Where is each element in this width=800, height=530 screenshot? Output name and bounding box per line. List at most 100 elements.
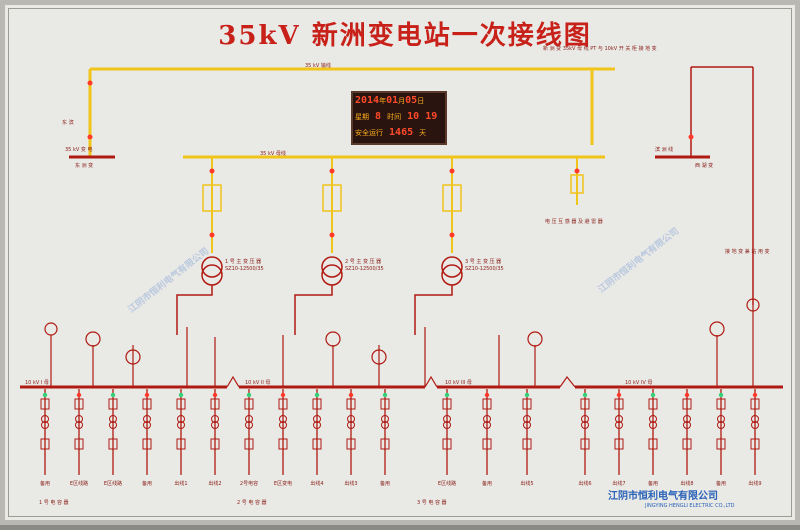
bay-status-led [314, 392, 320, 398]
feeder-bay: E区线路 [70, 389, 88, 487]
company-logo-text: 江阴市恒利电气有限公司 [608, 491, 718, 502]
bay-status-led [684, 392, 690, 398]
clock-date-row: 2014年01月05日 [355, 94, 443, 108]
feeder-label: 备用 [482, 480, 492, 487]
feeder-label: E区变电 [274, 480, 292, 487]
bay-status-led [616, 392, 622, 398]
clock-year-suffix: 年 [379, 97, 387, 105]
cap1-label: 1 号 电 容 器 [39, 500, 69, 506]
feeder-bay: E区线路 [438, 389, 456, 487]
bay-status-led [348, 392, 354, 398]
tie-1-2 [226, 375, 240, 388]
bay-status-led [144, 392, 150, 398]
bay-status-led [382, 392, 388, 398]
feeder-label: 备用 [142, 480, 152, 487]
feeder-bay: 出线6 [578, 389, 592, 487]
t2-label: 2 号 主 变 压 器 [345, 259, 382, 265]
led-indicators [87, 80, 694, 238]
feeder-bay: 备用 [482, 389, 492, 487]
clock-safety-label: 安全运行 [355, 129, 383, 137]
bay-status-led [752, 392, 758, 398]
pt-feeder [570, 157, 584, 205]
mid-note: 电 压 互 感 器 及 避 雷 器 [545, 219, 603, 225]
t3-spec: SZ10-12500/35 [465, 266, 504, 272]
tie-3-4 [559, 375, 576, 388]
feeder-label: E区线路 [438, 480, 456, 487]
feeder-label: 出线2 [208, 480, 221, 487]
company-english: JINGYING HENGLI ELECTRIC CO.,LTD [645, 503, 735, 509]
feeder-label: 出线3 [344, 480, 357, 487]
bay-status-led [212, 392, 218, 398]
t1-feeder [201, 157, 223, 286]
feeder-label: 2号电容 [240, 480, 258, 487]
clock-time-row: 星期 8 时间 10 19 [355, 110, 443, 124]
clock-safety-unit: 天 [419, 129, 427, 137]
feeder-label: 出线9 [748, 480, 761, 487]
feeder-label: 备用 [380, 480, 390, 487]
feeder-bay: 出线1 [174, 389, 188, 487]
feeder-label: 出线1 [174, 480, 187, 487]
bay-status-led [650, 392, 656, 398]
digital-clock: 2014年01月05日 星期 8 时间 10 19 安全运行 1465 天 [351, 91, 447, 145]
clock-week-value: 8 [375, 111, 382, 122]
t2-spec: SZ10-12500/35 [345, 266, 384, 272]
tie-2-3 [424, 375, 438, 388]
clock-hour: 10 [407, 111, 420, 122]
t3-feeder [441, 157, 463, 286]
bay-status-led [246, 392, 252, 398]
feeder-label: E区线路 [104, 480, 122, 487]
clock-safety-row: 安全运行 1465 天 [355, 126, 443, 140]
feeder-label: 出线6 [578, 480, 591, 487]
clock-month: 01 [386, 95, 399, 106]
t3-label: 3 号 主 变 压 器 [465, 259, 502, 265]
incoming-label: 35 kV 输线 [305, 63, 331, 69]
bay-status-led [280, 392, 286, 398]
bay-status-led [484, 392, 490, 398]
t3-to-bus [414, 285, 453, 335]
bay-status-led [42, 392, 48, 398]
left-line-name: 东 滨 [62, 120, 74, 126]
upper-equip-mid [282, 327, 426, 387]
bay-status-led [718, 392, 724, 398]
upper-equip-left [44, 322, 216, 387]
bay-status-led [582, 392, 588, 398]
clock-day: 05 [405, 95, 418, 106]
right-side-note: 接 地 变 兼 站 用 变 [725, 249, 770, 255]
feeder-bay: 备用 [142, 389, 152, 487]
bay-status-led [524, 392, 530, 398]
clock-minute: 19 [425, 111, 438, 122]
feeder-bay: 出线4 [310, 389, 324, 487]
feeder-bay: 出线5 [520, 389, 534, 487]
feeder-bay: 备用 [380, 389, 390, 487]
feeder-bay: 备用 [648, 389, 658, 487]
cap2-label: 2 号 电 容 器 [237, 500, 267, 506]
clock-time-label: 时间 [387, 113, 402, 121]
clock-week-label: 星期 [355, 113, 369, 121]
clock-day-suffix: 日 [417, 97, 425, 105]
bay-status-led [444, 392, 450, 398]
left-line-station: 35 kV 变 电 [65, 147, 93, 153]
feeder-label: 备用 [648, 480, 658, 487]
bay-status-led [110, 392, 116, 398]
feeder-label: 备用 [716, 480, 726, 487]
bus35-label: 35 kV 母线 [260, 151, 286, 157]
page-title: 35kV 新洲变电站一次接线图 [218, 21, 592, 51]
bus10-ii-label: 10 kV II 母 [245, 380, 271, 386]
clock-year: 2014 [355, 95, 380, 106]
bus10-iv-label: 10 kV IV 母 [625, 380, 653, 386]
feeder-label: 出线7 [612, 480, 625, 487]
feeder-label: 出线5 [520, 480, 533, 487]
cap3-label: 3 号 电 容 器 [417, 500, 447, 506]
feeder-label: 备用 [40, 480, 50, 487]
feeder-bay: 2号电容 [240, 389, 258, 487]
feeder-bay: 备用 [716, 389, 726, 487]
t1-to-bus [176, 285, 213, 335]
clock-safety-days: 1465 [389, 127, 414, 138]
feeder-bay: 出线7 [612, 389, 626, 487]
t1-spec: SZ10-12500/35 [225, 266, 264, 272]
clock-month-suffix: 月 [398, 97, 406, 105]
upper-equip-right [498, 298, 760, 387]
